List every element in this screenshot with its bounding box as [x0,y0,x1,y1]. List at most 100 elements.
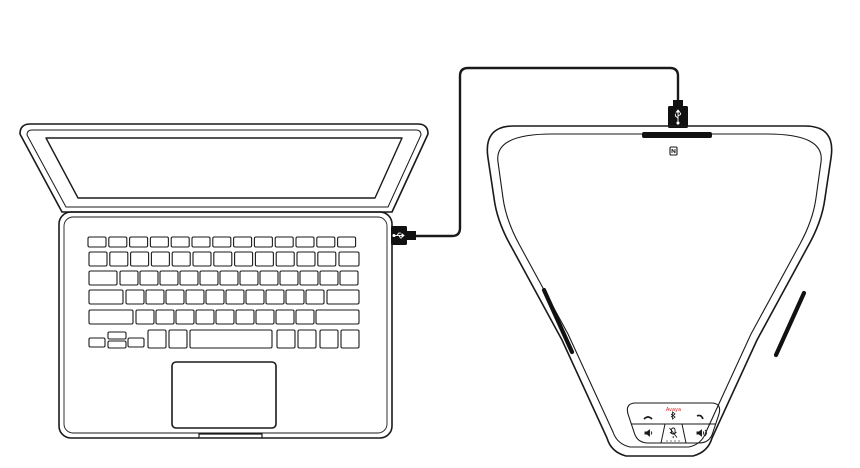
keyboard-key [285,289,305,305]
keyboard-key [213,251,233,267]
keyboard-key [129,236,149,248]
laptop-base-inner [63,216,388,434]
keyboard-key [259,270,279,286]
keyboard-key [274,236,294,248]
laptop-screen [45,137,403,199]
keyboard-key [168,329,188,349]
keyboard-key [195,309,215,325]
keyboard-key [219,270,239,286]
keyboard-key [254,251,274,267]
usb-plug-speaker [668,100,688,128]
keyboard-key [125,289,145,305]
keyboard-key [109,251,129,267]
keyboard-key [135,309,155,325]
keyboard-key [175,309,195,325]
nfc-icon [669,146,678,156]
keyboard-key [87,236,107,248]
keyboard-key [88,270,118,286]
usb-icon [674,109,682,125]
keyboard-key [107,331,127,340]
keyboard-key [245,289,265,305]
keyboard-key [234,251,254,267]
keyboard-key [155,309,175,325]
speakerphone: Avaya [486,125,833,457]
keyboard-key [337,236,357,248]
speaker-top-indicator [642,132,712,138]
keyboard-key [127,337,145,348]
bluetooth-icon [670,411,676,420]
center-button-outline [660,423,687,444]
laptop-notch [198,433,263,438]
keyboard-key [159,270,179,286]
laptop-base [58,211,393,439]
keyboard-key [225,289,245,305]
keyboard-key [205,289,225,305]
keyboard-key [253,236,273,248]
keyboard-key [239,270,259,286]
brand-logo: Avaya [666,407,681,413]
keyboard-key [315,309,360,325]
keyboard-key [88,251,108,267]
keyboard-key [149,236,169,248]
keyboard-key [130,251,150,267]
keyboard-key [88,309,134,325]
cable-line [414,66,680,238]
keyboard-key [295,236,315,248]
keyboard-key [319,270,339,286]
keyboard-key [199,270,219,286]
keyboard-key [319,329,339,349]
keyboard-key [171,251,191,267]
keyboard-key [215,309,235,325]
keyboard-key [233,236,253,248]
keyboard-key [276,329,296,349]
keyboard-key [296,251,316,267]
speaker-outer-shell [486,125,833,457]
keyboard-key [339,270,359,286]
keyboard-key [316,236,336,248]
volume-up-icon[interactable] [696,429,707,437]
keyboard-key [265,289,285,305]
keyboard-key [88,337,106,348]
control-panel-outline [626,402,721,444]
call-answer-icon[interactable] [643,416,653,420]
keyboard-key [340,329,360,349]
keyboard-key [165,289,185,305]
keyboard-key [305,289,325,305]
laptop-lid [19,123,429,213]
keyboard-key [179,270,199,286]
keyboard-key [185,289,205,305]
keyboard-key [119,270,139,286]
plug-neck [407,231,416,240]
keyboard-key [212,236,232,248]
keyboard-key [139,270,159,286]
keyboard-key [275,251,295,267]
keyboard-key [170,236,190,248]
keyboard-key [145,289,165,305]
keyboard-key [192,251,212,267]
keyboard-key [191,236,211,248]
keyboard-key [326,289,360,305]
keyboard-key [108,236,128,248]
usb-cable [414,66,680,238]
keyboard-key [275,309,295,325]
keyboard-key [338,251,360,267]
keyboard-key [235,309,255,325]
mute-icon[interactable] [669,427,678,438]
control-panel [626,402,721,444]
keyboard-key [147,329,167,349]
keyboard-key [279,270,299,286]
keyboard-key [189,329,273,349]
laptop [19,123,429,439]
side-light-bar-right [773,290,807,358]
call-end-icon[interactable] [696,414,704,420]
keyboard-key [295,309,315,325]
laptop-lid-inner-edge [26,129,422,208]
keyboard-key [317,251,337,267]
keyboard-key [297,329,317,349]
keyboard-key [299,270,319,286]
usb-icon [392,232,405,239]
keyboard-key [150,251,170,267]
volume-down-icon[interactable] [644,429,653,437]
level-dots [666,440,680,442]
